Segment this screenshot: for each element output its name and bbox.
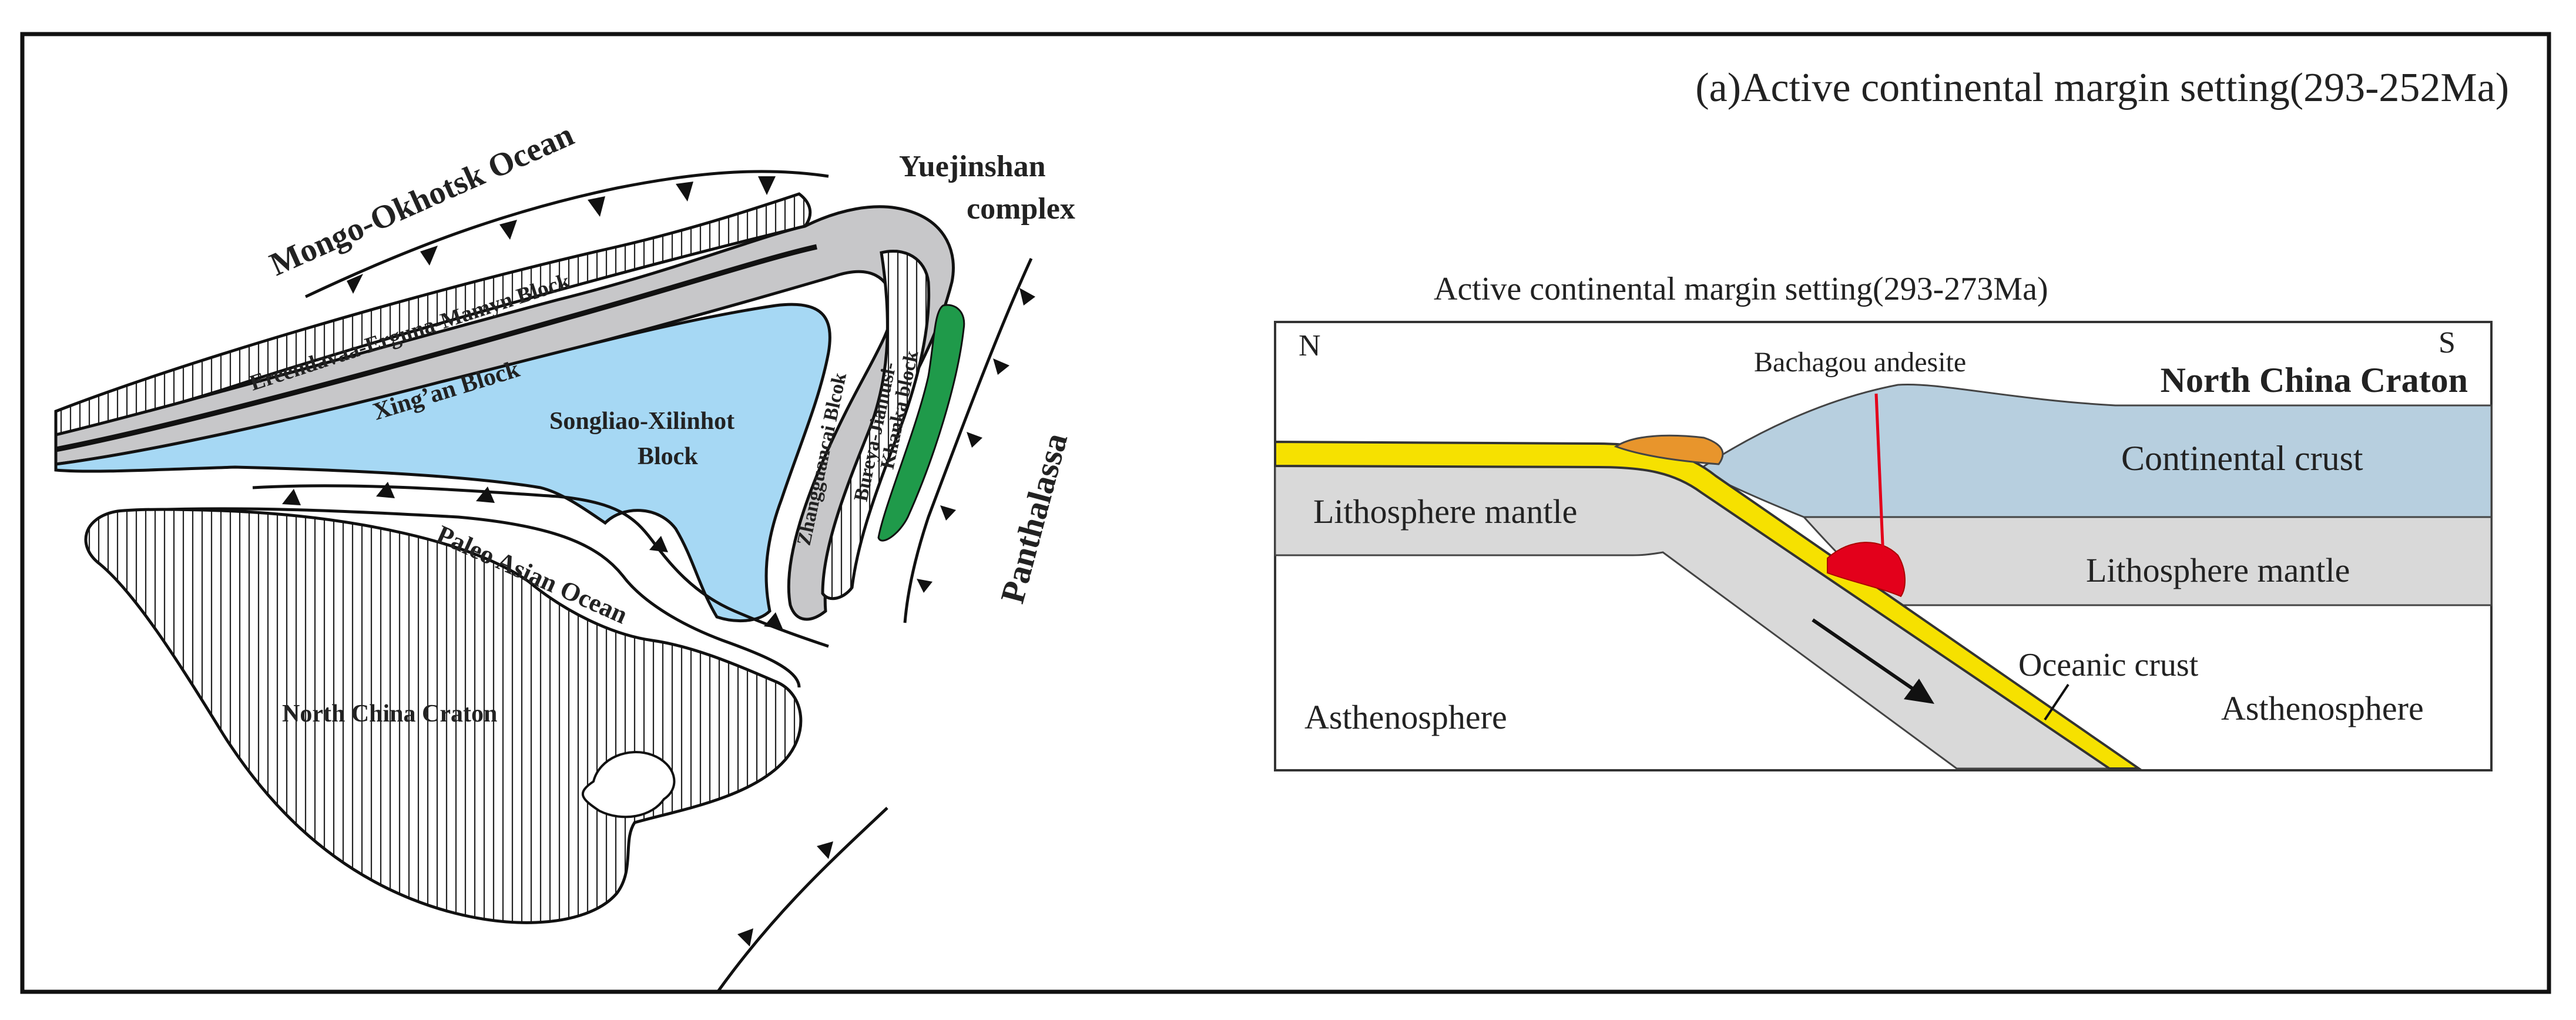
oceanic-crust-leader [2044,683,2069,721]
north-china-craton-block [84,508,803,924]
xingan-inner-boundary [55,244,817,452]
label-songliao-line1: Songliao-Xilinhot [549,408,734,435]
label-north: N [1299,329,1321,363]
mongo-okhotsk-teeth [347,176,776,294]
label-north-china-craton-map: North China Craton [282,700,497,727]
yuejinshan-complex [877,304,965,542]
label-songliao-line2: Block [638,443,698,470]
ereendavaa-erguna-mamyn-block [54,192,812,437]
continental-crust [1696,383,2493,518]
bureya-jiamusi-khanka-block [821,249,931,600]
label-continental-crust: Continental crust [2121,439,2363,478]
label-bachagou-andesite: Bachagou andesite [1754,347,1966,378]
label-yuejinshan-line2: complex [967,192,1075,226]
mongo-okhotsk-subduction-line [304,170,829,298]
label-asthenosphere-left: Asthenosphere [1304,698,1507,736]
cross-section: N S Bachagou andesite North China Craton… [1274,321,2493,771]
label-lithosphere-mantle-right: Lithosphere mantle [2086,551,2350,589]
figure-title: (a)Active continental margin setting(293… [1695,65,2509,110]
label-lithosphere-mantle-left: Lithosphere mantle [1313,492,1577,531]
panthalassa-teeth [917,288,1035,593]
magma-chamber [1827,542,1906,598]
bachagou-volcanic-cone [1614,434,1724,465]
label-south: S [2439,326,2456,360]
paleo-asian-line-lower [117,507,801,688]
label-asthenosphere-right: Asthenosphere [2221,689,2424,727]
panthalassa-subduction-line [903,257,1033,623]
section-title: Active continental margin setting(293-27… [1434,271,2048,307]
north-china-craton-bay [581,751,676,818]
subduction-arrow [1812,618,1934,704]
label-oceanic-crust: Oceanic crust [2018,647,2199,683]
paleo-asian-line-upper [252,484,829,648]
andesite-dike [1874,393,1885,559]
southern-subduction-line [715,807,888,994]
label-north-china-craton-section: North China Craton [2161,361,2468,400]
paleo-asian-teeth [282,482,783,629]
songliao-xilinhot-block [54,303,831,623]
southern-teeth [737,841,833,947]
label-yuejinshan-line1: Yuejinshan [899,150,1046,183]
